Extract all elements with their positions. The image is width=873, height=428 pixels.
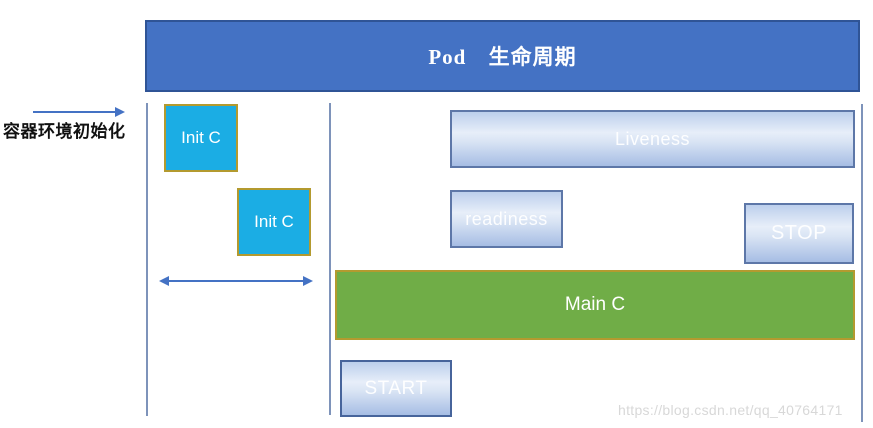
timeline-line-right: [861, 104, 863, 422]
init-phase-double-arrow-icon: [159, 276, 313, 286]
stop-hook-label: STOP: [770, 222, 828, 244]
liveness-probe-label: Liveness: [614, 128, 691, 149]
init-container-1-box: Init C: [164, 104, 238, 172]
init-container-2-box: Init C: [237, 188, 311, 256]
stop-hook-box: STOP: [744, 203, 854, 264]
init-container-1-label: Init C: [181, 128, 221, 147]
readiness-probe-label: readiness: [465, 208, 548, 229]
main-container-box: Main C: [335, 270, 855, 340]
start-hook-label: START: [364, 377, 428, 399]
csdn-watermark: https://blog.csdn.net/qq_40764171: [618, 402, 843, 418]
liveness-probe-box: Liveness: [450, 110, 855, 168]
env-init-right-arrow-icon: [33, 107, 125, 117]
readiness-probe-box: readiness: [450, 190, 563, 248]
main-container-label: Main C: [564, 294, 626, 315]
timeline-line-left: [146, 103, 148, 416]
env-init-label: 容器环境初始化: [3, 122, 126, 141]
init-container-2-label: Init C: [254, 212, 294, 231]
timeline-line-middle: [329, 103, 331, 415]
diagram-title: Pod 生命周期: [428, 45, 577, 69]
pod-lifecycle-banner: Pod 生命周期: [145, 20, 860, 92]
start-hook-box: START: [340, 360, 452, 417]
